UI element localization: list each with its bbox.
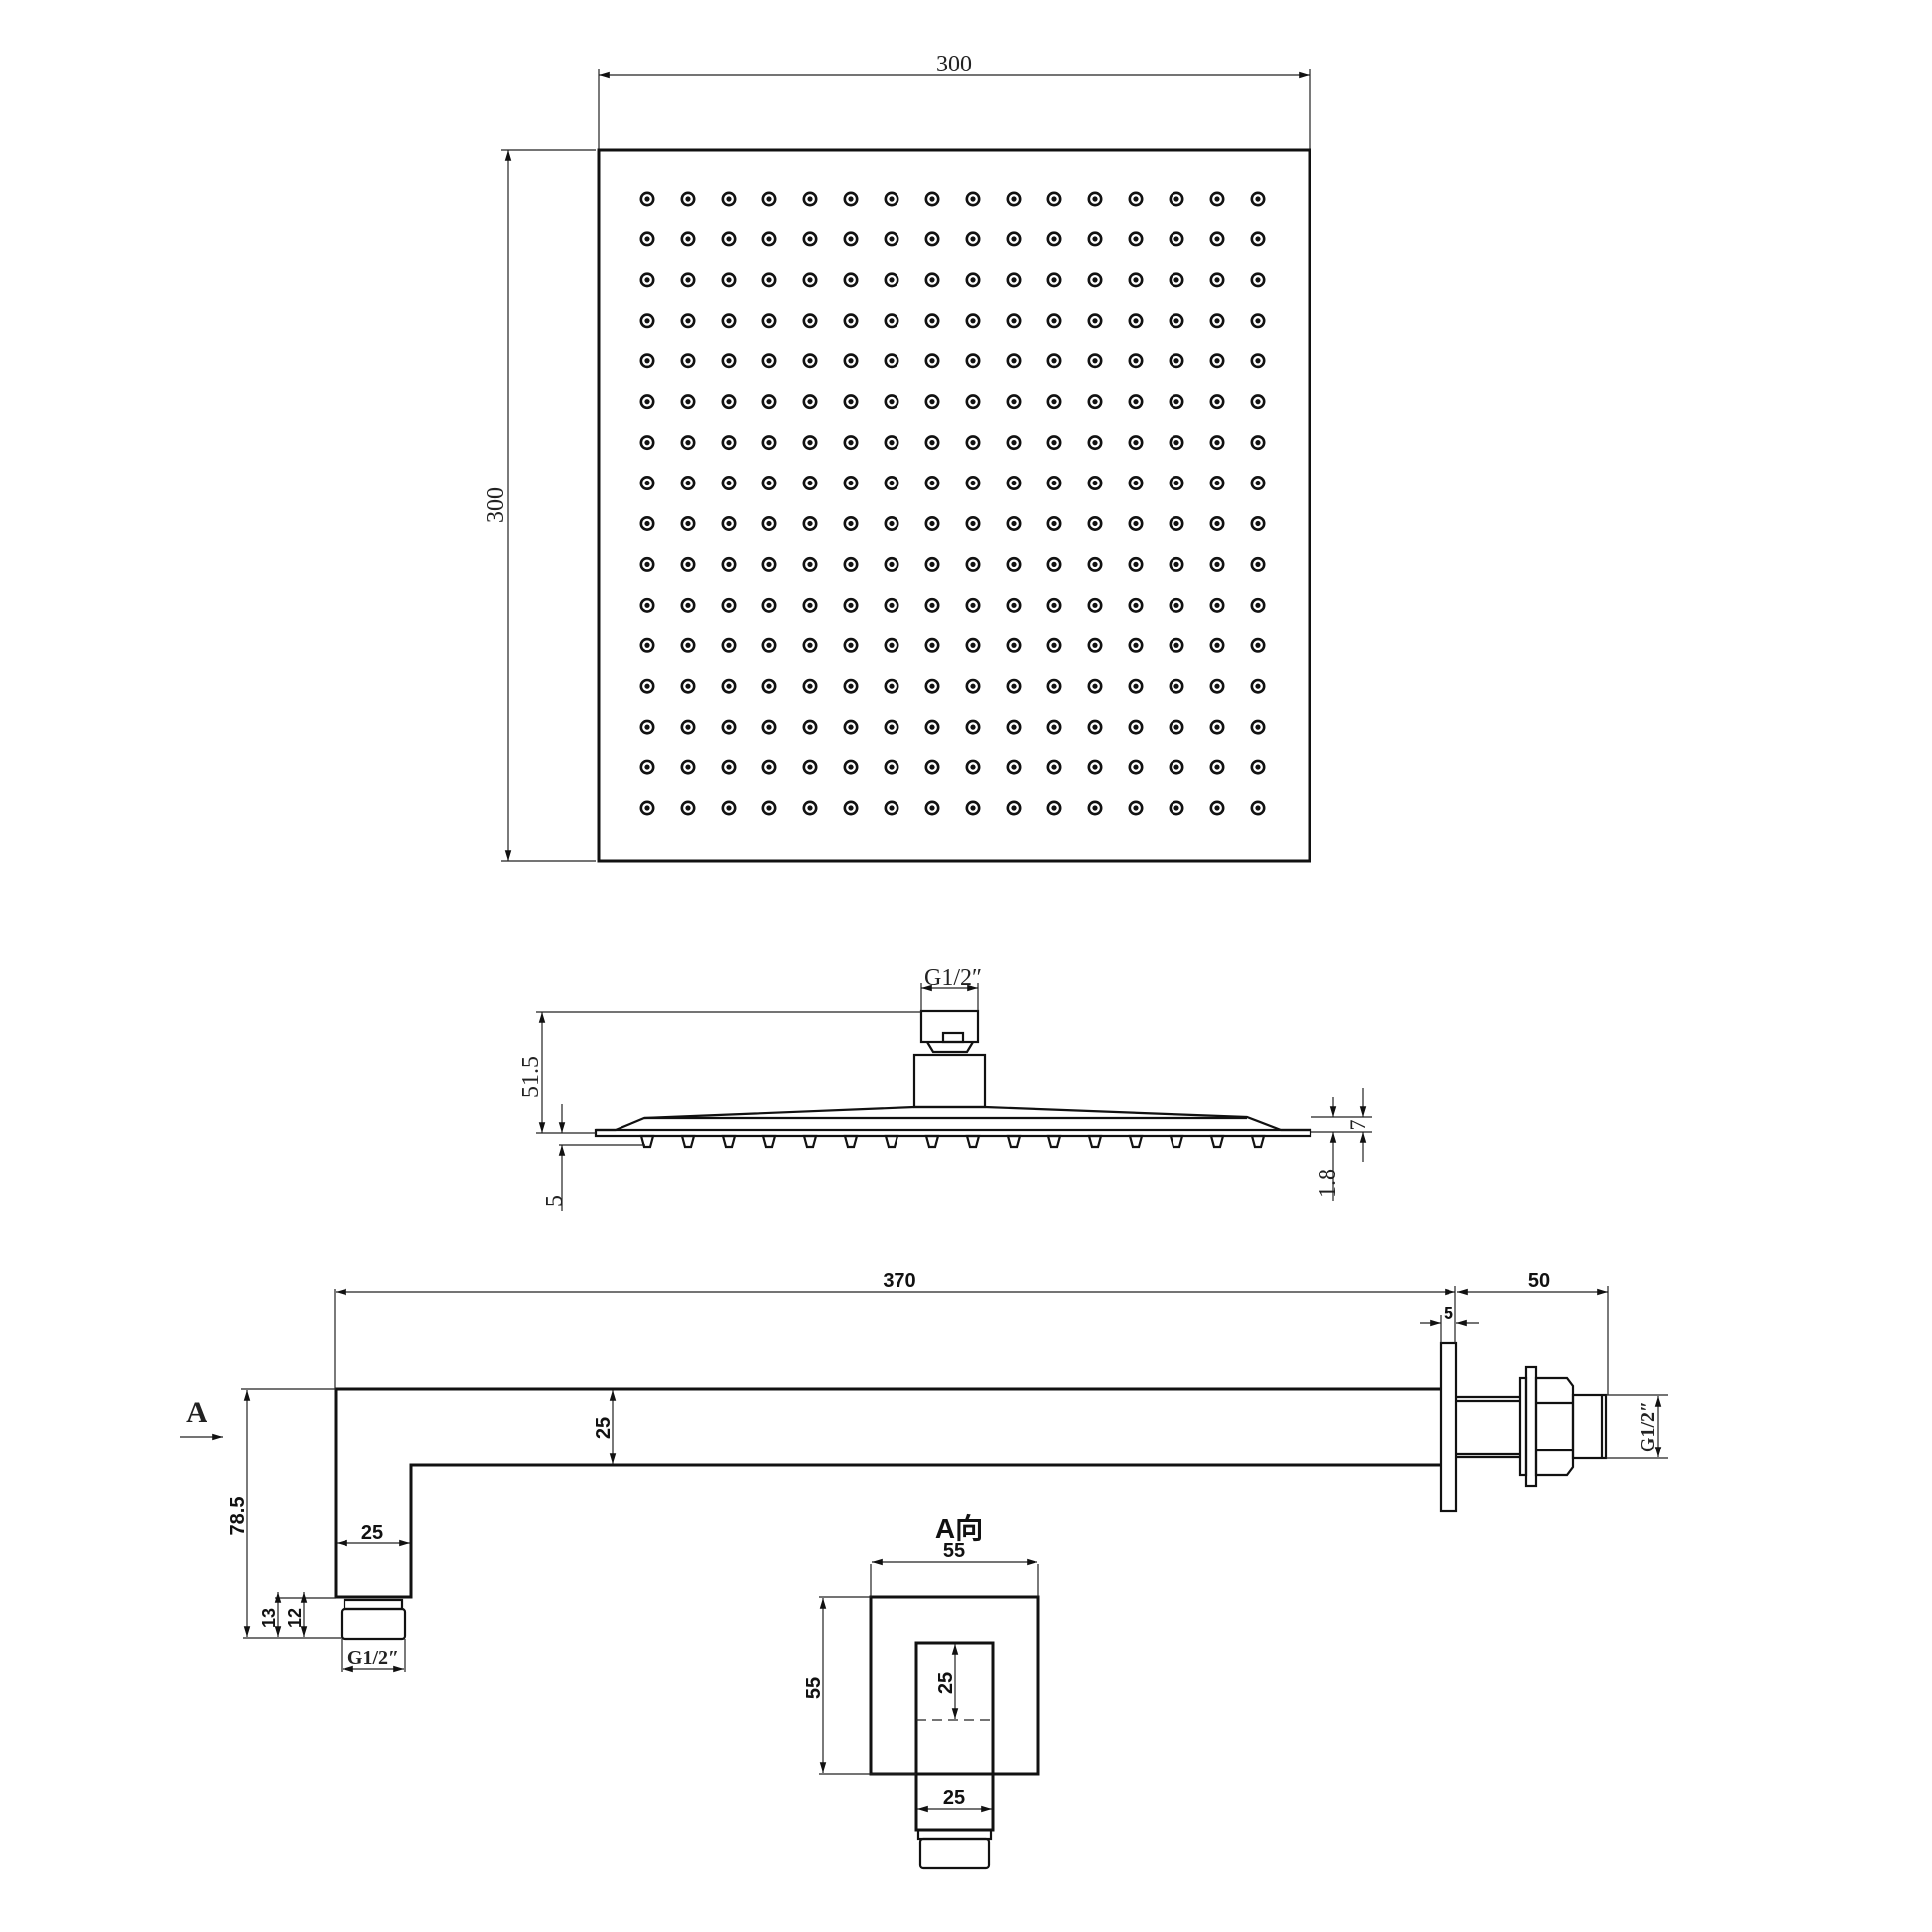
wall-flange — [1439, 1341, 1458, 1513]
top-view: 300 300 — [483, 52, 1311, 863]
bottom-thread-label: G1/2″ — [347, 1647, 399, 1669]
side-nozzle-icon — [680, 1134, 696, 1149]
side-nozzle-icon — [761, 1134, 777, 1149]
nozzle-grid — [639, 191, 1266, 816]
inlet-thread-label: G1/2″ — [924, 965, 982, 991]
side-nozzle-icon — [1006, 1134, 1022, 1149]
side-nozzle-row — [639, 1134, 1266, 1149]
a-view-flange — [869, 1595, 1040, 1776]
side-nozzle-icon — [802, 1134, 818, 1149]
overall-height-label: 51.5 — [518, 1056, 544, 1098]
side-nozzle-icon — [639, 1134, 655, 1149]
nozzle-height-label: 5 — [542, 1195, 568, 1207]
side-nozzle-icon — [1128, 1134, 1144, 1149]
washer — [1524, 1365, 1538, 1488]
edge-thickness-label: 1.8 — [1315, 1169, 1341, 1198]
flange-thickness-label: 5 — [1444, 1304, 1453, 1323]
plate-thickness-label: 7 — [1345, 1120, 1370, 1131]
view-direction-label: A — [186, 1396, 207, 1429]
side-nozzle-icon — [924, 1134, 940, 1149]
side-nozzle-icon — [1087, 1134, 1103, 1149]
side-nozzle-icon — [1169, 1134, 1184, 1149]
width-dimension-label: 300 — [936, 52, 972, 77]
thread-12-label: 12 — [285, 1608, 305, 1628]
drop-height-label: 78.5 — [227, 1497, 249, 1536]
a-view-height-label: 55 — [803, 1677, 825, 1699]
arm-length-label: 370 — [883, 1270, 915, 1292]
side-view: G1/2″ 51.5 5 7 1.8 — [518, 965, 1372, 1211]
height-dimension-label: 300 — [483, 487, 509, 523]
inlet-nut — [919, 1009, 980, 1044]
wall-thread — [1571, 1393, 1608, 1460]
a-view-arm-depth-label: 25 — [935, 1672, 957, 1694]
a-view: A向 55 55 25 25 — [803, 1513, 1040, 1870]
shower-head-panel — [597, 148, 1311, 863]
a-view-thread — [918, 1837, 991, 1870]
drop-width-label: 25 — [361, 1522, 383, 1544]
side-nozzle-icon — [884, 1134, 899, 1149]
a-view-width-label: 55 — [943, 1540, 965, 1562]
plate-profile — [596, 1105, 1311, 1132]
hex-nut — [1534, 1376, 1575, 1477]
wall-thread-label: G1/2″ — [1637, 1401, 1659, 1452]
a-view-title: A向 — [935, 1513, 983, 1544]
arm-section-label: 25 — [593, 1417, 615, 1439]
side-nozzle-icon — [965, 1134, 981, 1149]
side-nozzle-icon — [1046, 1134, 1062, 1149]
side-nozzle-icon — [843, 1134, 859, 1149]
side-nozzle-icon — [721, 1134, 737, 1149]
a-view-arm-width-label: 25 — [943, 1787, 965, 1809]
shower-arm — [334, 1387, 1441, 1599]
bottom-thread — [340, 1607, 407, 1641]
side-nozzle-icon — [1209, 1134, 1225, 1149]
inlet-body — [912, 1053, 987, 1109]
extension-length-label: 50 — [1528, 1270, 1550, 1292]
thread-13-label: 13 — [259, 1608, 279, 1628]
arm-view: 370 50 5 25 25 78.5 13 12 G1/2″ — [180, 1270, 1668, 1673]
side-nozzle-icon — [1250, 1134, 1266, 1149]
